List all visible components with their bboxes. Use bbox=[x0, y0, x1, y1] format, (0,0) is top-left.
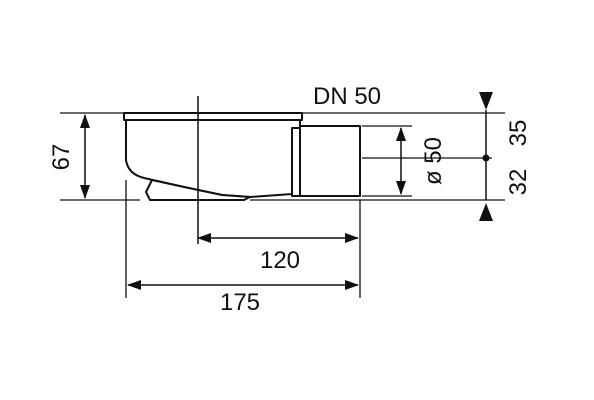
label-width-outlet: 120 bbox=[260, 247, 300, 274]
drain-body bbox=[123, 112, 361, 201]
label-dn: DN 50 bbox=[313, 83, 381, 110]
outlet-pipe bbox=[291, 125, 361, 197]
label-width-total: 175 bbox=[220, 289, 260, 316]
label-height-total: 67 bbox=[48, 144, 75, 171]
extension-lines bbox=[60, 112, 505, 298]
label-outlet-diameter: ø 50 bbox=[420, 137, 447, 185]
right-height-markers bbox=[479, 92, 493, 221]
center-dot bbox=[482, 154, 490, 162]
arrow-top-down bbox=[479, 92, 493, 110]
drain-lid bbox=[123, 112, 303, 121]
label-height-lower: 32 bbox=[505, 169, 532, 196]
arrow-bottom-up bbox=[479, 203, 493, 221]
label-height-upper: 35 bbox=[505, 120, 532, 147]
